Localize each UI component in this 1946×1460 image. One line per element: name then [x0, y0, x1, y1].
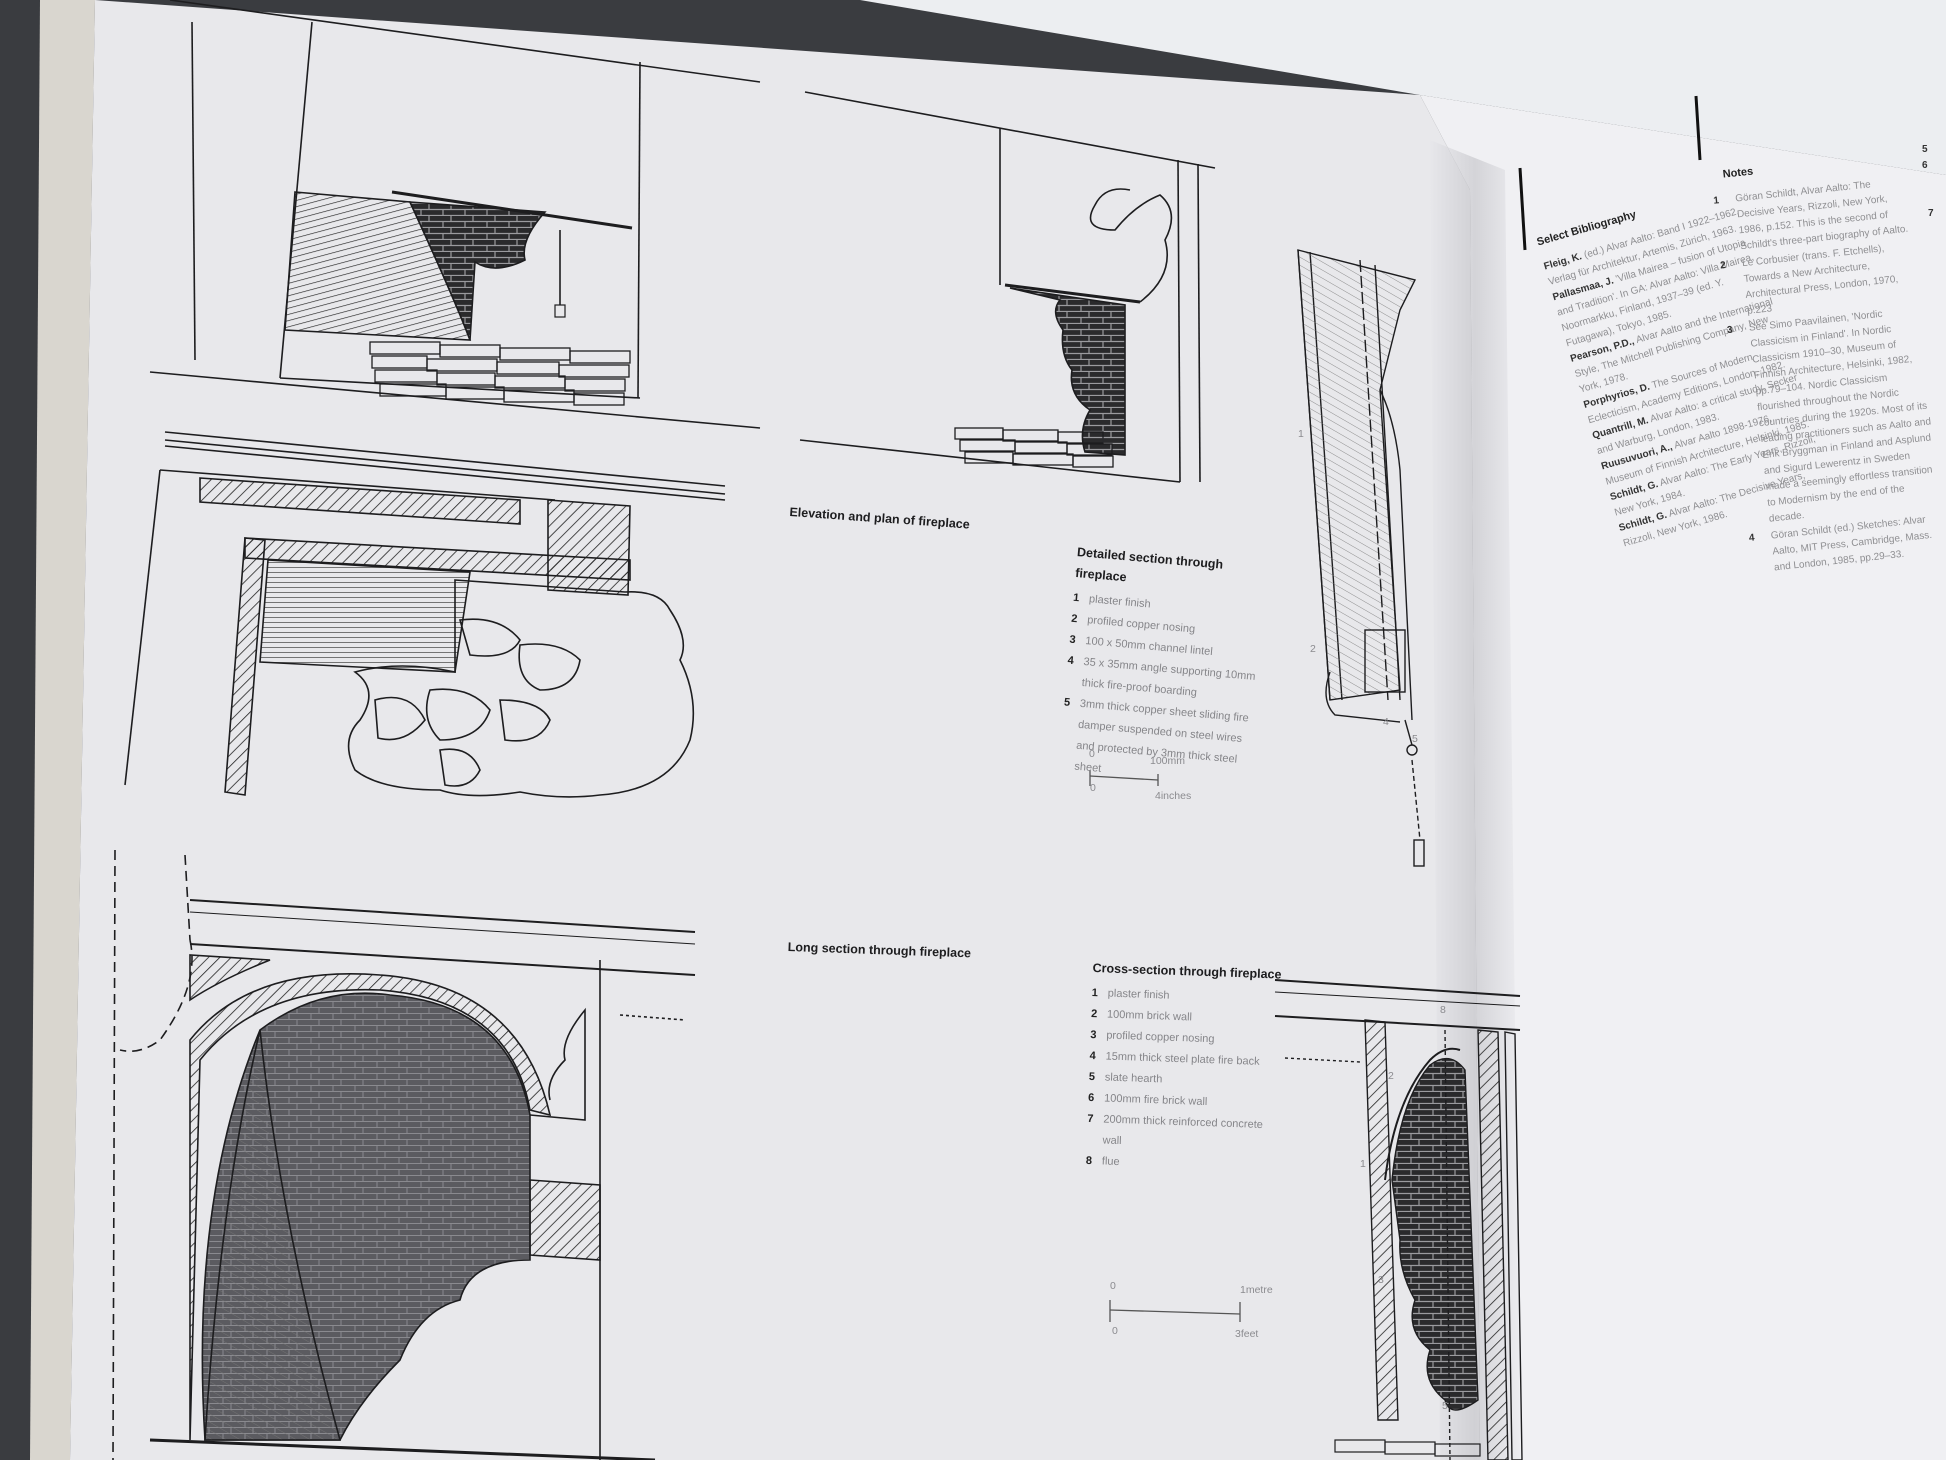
callout-detailed-2: 2	[1310, 643, 1316, 655]
scale-bar-cross	[1109, 1300, 1241, 1322]
detailed-scale-zero-bottom: 0	[1090, 782, 1096, 794]
cross-scale-zero-top: 0	[1110, 1280, 1116, 1292]
notes-rule	[1694, 95, 1702, 161]
detailed-section-drawing	[1297, 249, 1425, 867]
detailed-scale-bottom: 4inches	[1155, 790, 1192, 802]
edge-note-number: 6	[1922, 160, 1928, 171]
fireplace-plan-drawing	[124, 431, 726, 798]
right-page	[1420, 95, 1946, 1460]
detailed-scale-top: 100mm	[1150, 755, 1186, 767]
callout-cross-1: 1	[1360, 1158, 1366, 1170]
bibliography-rule	[1518, 167, 1527, 251]
background-paper	[860, 0, 1946, 175]
edge-note-number: 7	[1928, 208, 1934, 219]
callout-cross-8: 8	[1440, 1004, 1446, 1016]
detailed-scale-zero-top: 0	[1089, 748, 1095, 760]
cross-scale-bottom: 3feet	[1235, 1328, 1259, 1340]
callout-detailed-5: 5	[1412, 733, 1418, 745]
edge-note-number: 5	[1922, 144, 1928, 155]
cross-scale-zero-bottom: 0	[1112, 1325, 1118, 1337]
elevation-drawing-left	[149, 0, 761, 429]
scale-bar-detailed	[1089, 770, 1159, 786]
callout-detailed-1: 1	[1298, 428, 1304, 440]
callout-detailed-4: 4	[1383, 716, 1389, 728]
elevation-drawing-right	[799, 91, 1216, 483]
page-edges	[30, 0, 95, 1460]
long-section-drawing	[112, 849, 696, 1460]
cross-scale-top: 1metre	[1240, 1284, 1273, 1296]
callout-cross-3: 3	[1378, 1274, 1384, 1286]
callout-cross-5: 5	[1442, 1400, 1448, 1412]
cross-section-drawing	[1274, 979, 1523, 1460]
callout-cross-2: 2	[1388, 1070, 1394, 1082]
